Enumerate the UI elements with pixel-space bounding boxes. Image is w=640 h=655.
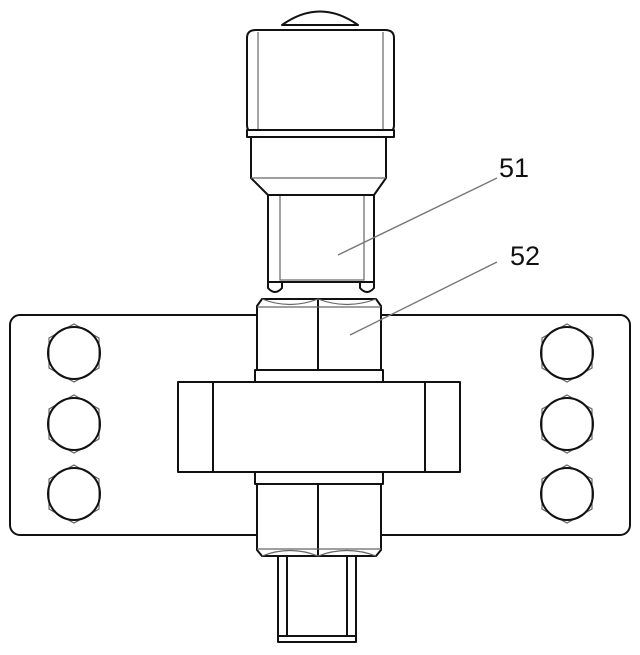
hex-bolt-left-top <box>47 323 101 383</box>
left-bolt-column <box>47 323 101 524</box>
reference-label-51: 51 <box>499 153 529 183</box>
hex-bolt-right-middle <box>540 394 594 454</box>
hex-bolt-right-bottom <box>540 464 594 524</box>
threaded-rod-51 <box>267 189 375 293</box>
bottom-threaded-stud <box>277 549 357 643</box>
clamp-block <box>177 381 461 473</box>
reference-label-52: 52 <box>510 241 540 271</box>
top-cap <box>246 10 395 138</box>
leader-line-51 <box>337 177 498 256</box>
leader-line-52 <box>349 261 498 336</box>
nut-housing <box>250 136 387 196</box>
lower-hex-nut <box>254 471 384 557</box>
right-bolt-column <box>540 323 594 524</box>
hex-bolt-right-top <box>540 323 594 383</box>
hex-bolt-left-bottom <box>47 464 101 524</box>
hex-bolt-left-middle <box>47 394 101 454</box>
upper-hex-nut-52 <box>254 298 384 383</box>
